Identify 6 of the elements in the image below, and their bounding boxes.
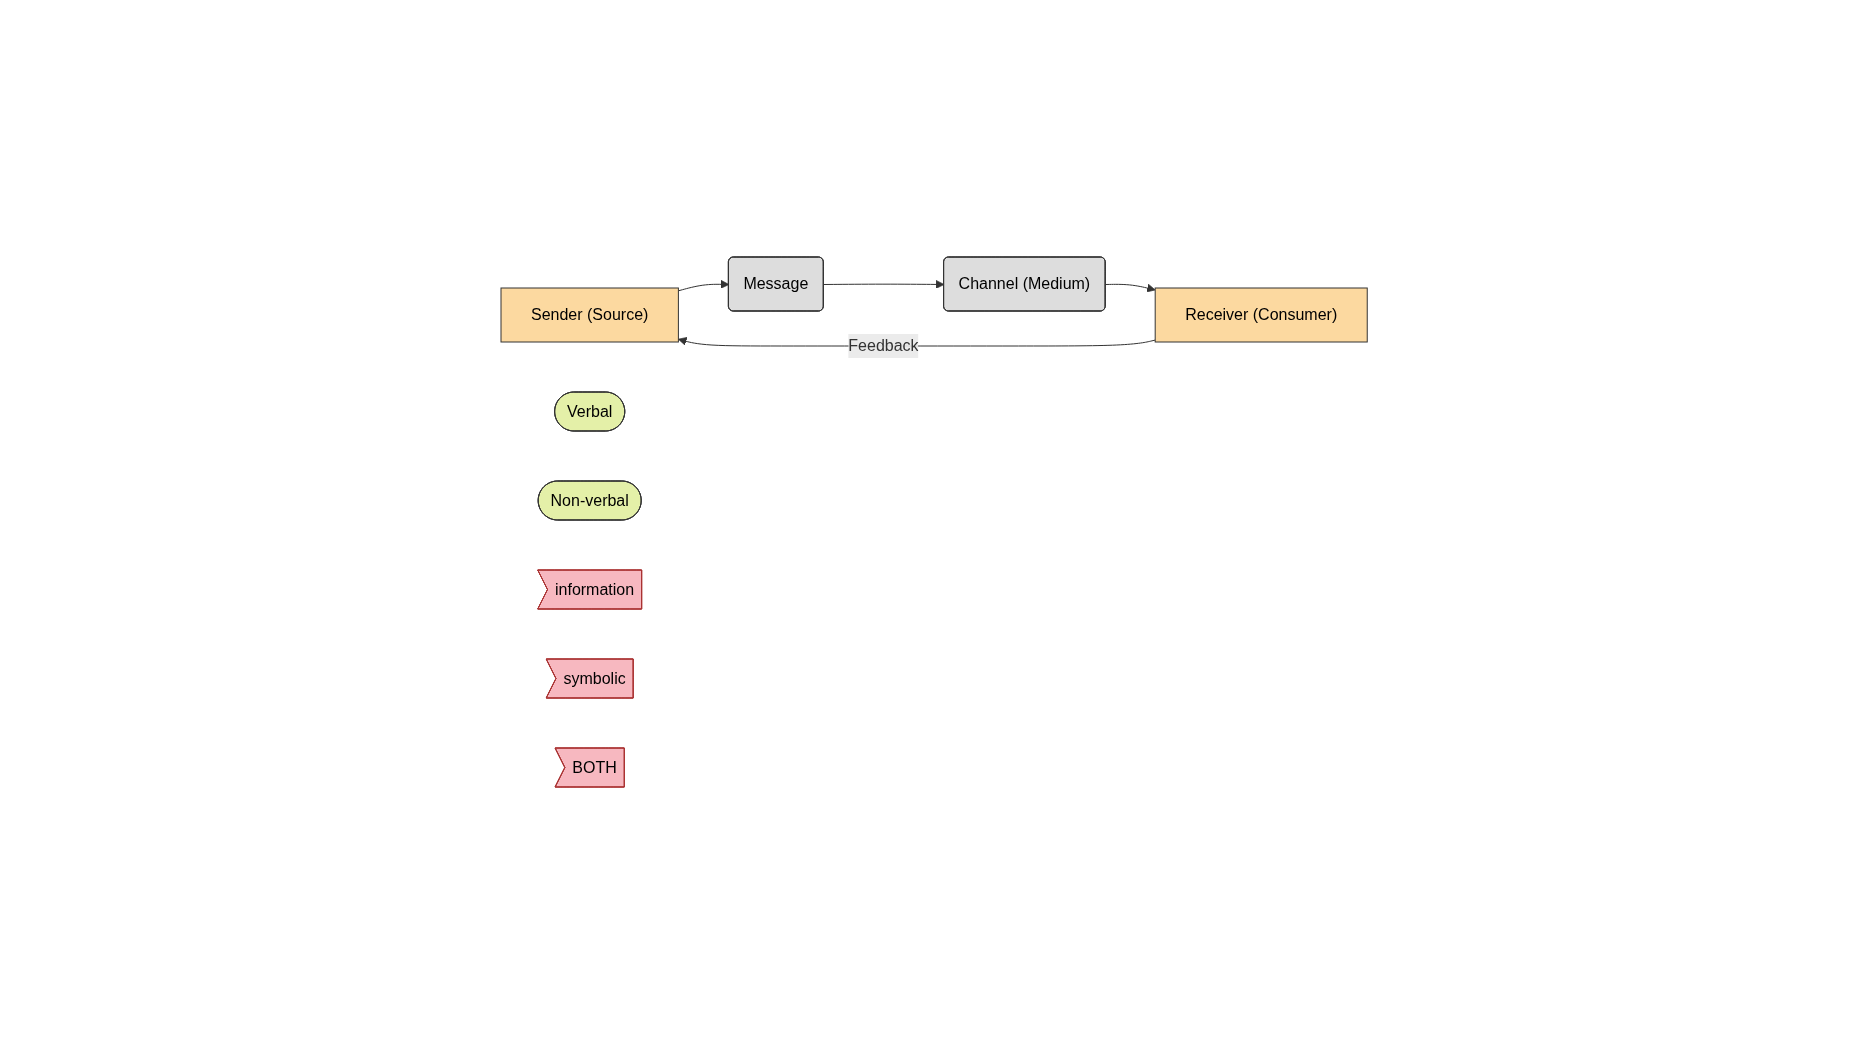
arrow [678,279,730,292]
node-box: Sender (Source) [500,287,680,343]
edge-label: Feedback [848,337,919,354]
arrow [823,280,945,289]
node-box: Receiver (Consumer) [1155,287,1369,343]
arrow [1105,283,1156,293]
